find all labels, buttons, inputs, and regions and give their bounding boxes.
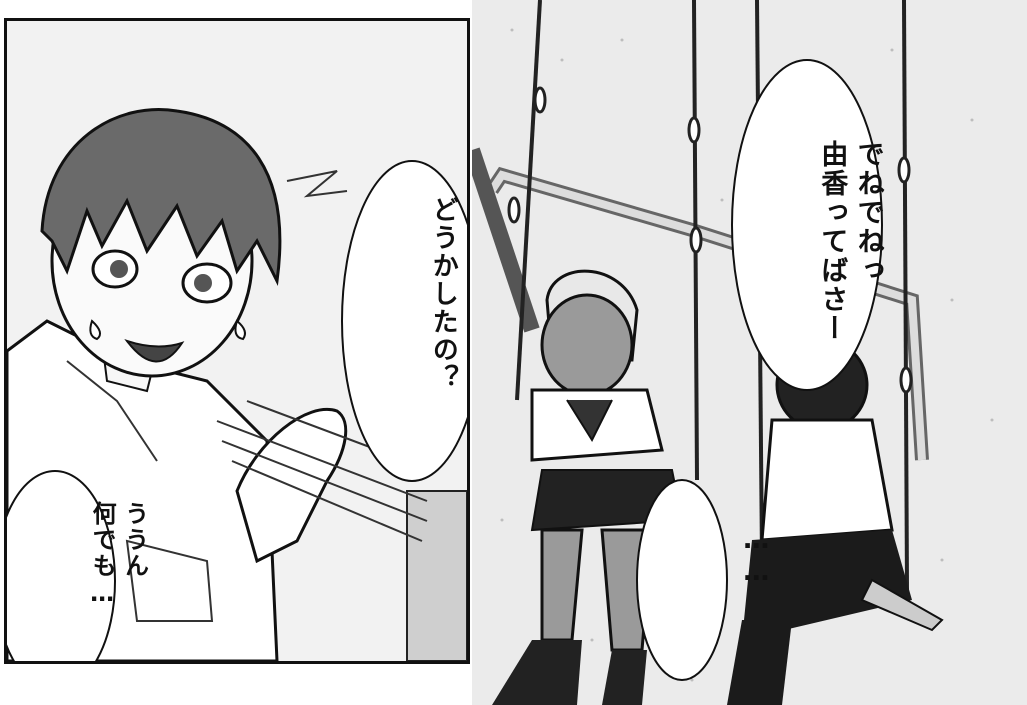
bubble-line: 和希…？ xyxy=(463,196,470,312)
bubble-line: 何でも… xyxy=(88,501,117,609)
left-panel: 和希…？ どうかしたの？ ううん何でも… xyxy=(4,18,470,664)
girl-figure xyxy=(492,269,684,705)
speech-bubble-shape-4 xyxy=(636,479,728,681)
sitting-boy-figure xyxy=(727,338,944,705)
right-panel-art xyxy=(472,0,1027,705)
pole-shape xyxy=(406,490,467,661)
speech-bubble-shape-3 xyxy=(731,59,883,391)
left-panel-art xyxy=(7,21,467,661)
speech-bubble-shape-1 xyxy=(341,160,467,482)
speech-bubble-shape-2 xyxy=(7,470,116,661)
boy-hair xyxy=(40,108,282,287)
speech-bubble-text-1: 和希…？ どうかしたの？ xyxy=(355,196,470,476)
bubble-line: …… xyxy=(741,525,772,589)
bubble-line: どうかしたの？ xyxy=(428,196,459,392)
bubble-line: ううん xyxy=(120,501,149,579)
speech-bubble-text-3: でねでねっ由香ってばさー xyxy=(740,140,959,400)
speech-bubble-text-4: …… xyxy=(668,525,843,645)
bubble-line: でねでねっ xyxy=(852,140,884,285)
right-panel: でねでねっ由香ってばさー …… xyxy=(472,0,1027,705)
bubble-line: 由香ってばさー xyxy=(816,140,848,343)
speech-bubble-text-2: ううん何でも… xyxy=(21,501,215,651)
motion-lines xyxy=(216,170,428,542)
